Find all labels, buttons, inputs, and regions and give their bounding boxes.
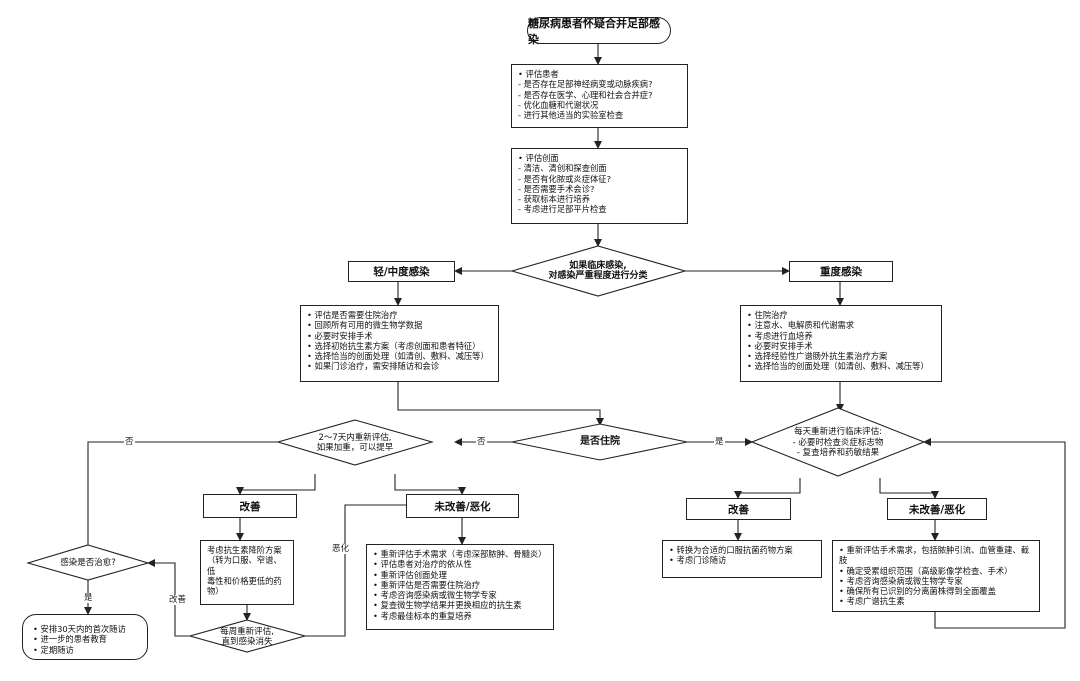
reassess-diamond (276, 419, 434, 466)
arrow-mild-actions-to-hosp (397, 382, 604, 426)
classify-decision-text: 如果临床感染, 对感染严重程度进行分类 (548, 260, 648, 282)
severe-notimprove-text: 未改善/恶化 (908, 503, 966, 516)
mild-notimprove-text: 未改善/恶化 (434, 500, 491, 513)
arrow-reassess-no-loop (87, 441, 278, 545)
label-worsen-loop: 恶化 (331, 544, 351, 554)
followup-box: • 安排30天内的首次随访 • 进一步的患者教育 • 定期随访 (22, 614, 148, 660)
mild-improve-actions-box: 考虑抗生素降阶方案 （转为口服、窄谱、低 毒性和价格更低的药 物） (200, 540, 294, 605)
mild-notimprove-header: 未改善/恶化 (406, 494, 519, 518)
title-text: 糖尿病患者怀疑合并足部感染 (528, 16, 660, 46)
label-no-hospital: 否 (476, 437, 487, 447)
mild-actions-box: • 评估是否需要住院治疗 • 回顾所有可用的微生物学数据 • 必要时安排手术 •… (300, 305, 499, 382)
mild-improve-text: 改善 (239, 500, 261, 513)
cured-diamond (26, 544, 150, 581)
label-no-left: 否 (124, 437, 135, 447)
arrow-weekly-worsen-loop (305, 504, 406, 637)
arrow-daily-to-improve (734, 478, 801, 499)
classify-diamond (510, 245, 687, 297)
severe-actions-box: • 住院治疗 • 注意水、电解质和代谢需求 • 考虑进行血培养 • 必要时安排手… (740, 305, 942, 382)
mild-improve-header: 改善 (203, 494, 297, 518)
severe-improve-header: 改善 (686, 498, 791, 520)
cured-text: 感染是否治愈? (60, 557, 116, 568)
daily-text: 每天重新进行临床评估: - 必要时检查炎症标志物 - 复查培养和药敏结果 (792, 427, 884, 459)
arrow-reassess-to-improve (236, 474, 316, 495)
arrow-daily-to-notimprove (879, 478, 939, 499)
severe-notimprove-actions-box: • 重新评估手术需求，包括脓肿引流、血管重建、截肢 • 确定受累组织范围（高级影… (832, 540, 1040, 612)
severe-improve-actions-box: • 转换为合适的口服抗菌药物方案 • 考虑门诊随访 (662, 540, 822, 578)
mild-notimprove-actions-box: • 重新评估手术需求（考虑深部脓肿、骨髓炎） • 评估患者对治疗的依从性 • 重… (366, 544, 554, 630)
arrow-reassess-to-notimprove (394, 474, 466, 495)
reassess-text: 2～7天内重新评估, 如果加重，可以提早 (316, 432, 394, 454)
assess-patient-box: • 评估患者 - 是否存在足部神经病变或动脉疾病? - 是否存在医学、心理和社会… (511, 64, 688, 128)
title-node: 糖尿病患者怀疑合并足部感染 (527, 16, 671, 46)
label-yes-cured: 是 (83, 593, 94, 603)
hospitalize-diamond (511, 423, 688, 461)
weekly-diamond (187, 619, 308, 653)
assess-wound-box: • 评估创面 - 清洁、清创和探查创面 - 是否有化脓或炎症体征? - 是否需要… (511, 148, 688, 224)
arrow-severe-loop (923, 438, 1066, 629)
label-yes-hospital: 是 (714, 437, 725, 447)
mild-infection-header: 轻/中度感染 (348, 261, 455, 282)
severe-infection-header: 重度感染 (789, 261, 893, 282)
weekly-text: 每周重新评估, 直到感染消失 (220, 626, 274, 648)
daily-diamond (750, 407, 926, 477)
severe-title: 重度感染 (820, 266, 862, 278)
label-improve-loop: 改善 (168, 595, 188, 605)
severe-improve-text: 改善 (728, 503, 749, 516)
mild-title: 轻/中度感染 (373, 266, 430, 278)
hospitalize-text: 是否住院 (580, 435, 620, 447)
severe-notimprove-header: 未改善/恶化 (887, 498, 987, 520)
